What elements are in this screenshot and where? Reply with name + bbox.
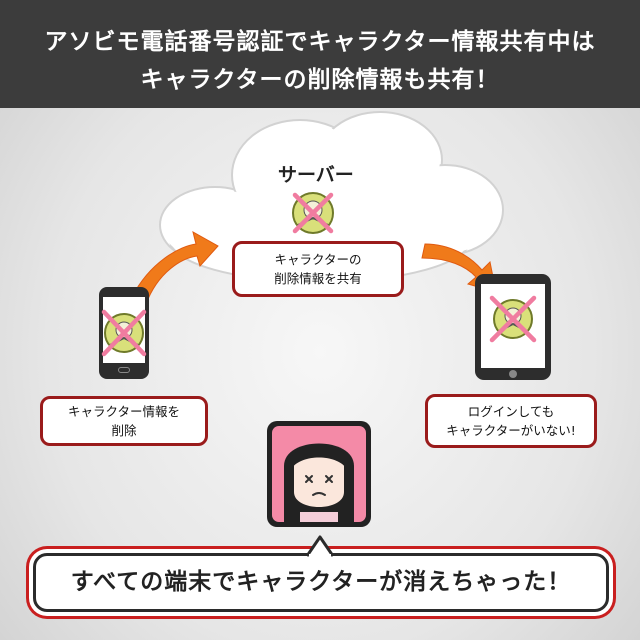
header-line-1: アソビモ電話番号認証でキャラクター情報共有中は	[44, 29, 596, 55]
server-box-line-1: キャラクターの	[274, 252, 362, 267]
left-box-line-1: キャラクター情報を	[67, 404, 180, 419]
delete-info-box: キャラクター情報を 削除	[40, 396, 208, 446]
right-box-line-1: ログインしても	[467, 404, 555, 419]
speech-bubble: すべての端末でキャラクターが消えちゃった！	[33, 553, 609, 612]
login-info-box: ログインしても キャラクターがいない!	[425, 394, 597, 448]
character-icon	[292, 192, 334, 234]
cross-icon	[101, 309, 147, 357]
arrow-icon	[131, 230, 219, 305]
server-info-box: キャラクターの 削除情報を共有	[232, 241, 404, 297]
cross-icon	[292, 192, 334, 234]
header-banner: アソビモ電話番号認証でキャラクター情報共有中は キャラクターの削除情報も共有！	[0, 0, 640, 108]
sad-face-drawing	[284, 443, 354, 522]
header-line-2: キャラクターの削除情報も共有！	[140, 67, 500, 93]
sad-face-icon	[267, 421, 371, 527]
smartphone-home-button	[118, 367, 130, 373]
server-box-line-2: 削除情報を共有	[274, 271, 362, 286]
right-box-line-2: キャラクターがいない!	[446, 423, 576, 438]
speech-bubble-text: すべての端末でキャラクターが消えちゃった！	[70, 569, 572, 595]
speech-bubble-tail	[306, 535, 334, 557]
tablet-home-button	[509, 370, 517, 378]
character-icon	[489, 295, 537, 343]
sad-face-background	[272, 426, 366, 522]
server-label: サーバー	[278, 164, 354, 186]
character-icon	[101, 309, 147, 357]
cross-icon	[489, 295, 537, 343]
left-box-line-2: 削除	[111, 423, 137, 438]
